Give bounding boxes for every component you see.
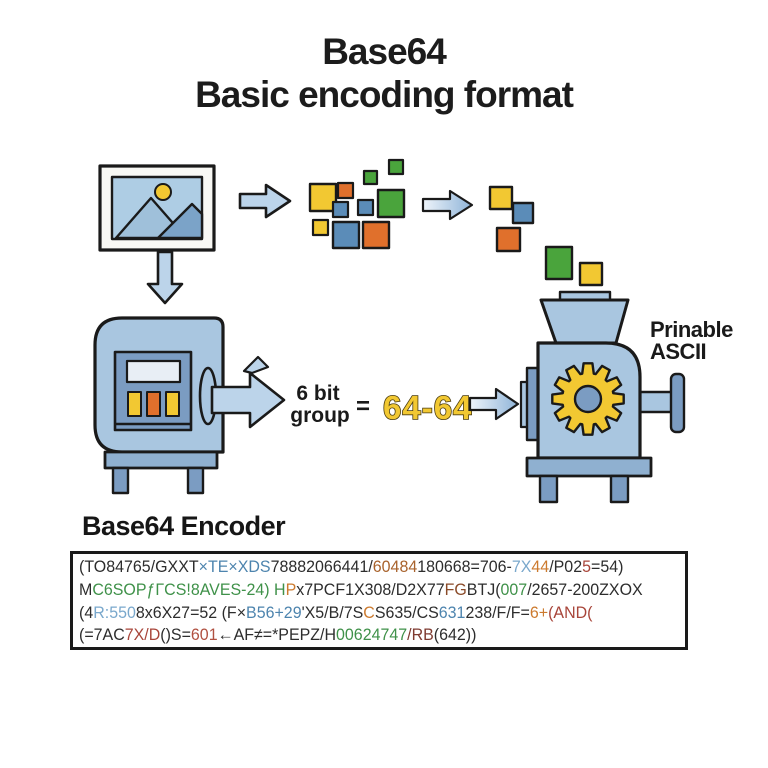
- data-square: [544, 245, 574, 281]
- output-label-line-2: ASCII: [650, 339, 706, 364]
- output-label-line-1: Prinable: [650, 317, 733, 342]
- indicator-bar: [146, 391, 161, 417]
- output-machine-icon: [519, 290, 686, 504]
- machine-base: [525, 456, 653, 478]
- title-line-1: Base64: [322, 31, 447, 72]
- byte-squares-cluster: [308, 158, 406, 250]
- sixty-four-value: 64-64: [383, 389, 472, 426]
- indicator-bar: [165, 391, 180, 417]
- bit-group-equation: 6 bit group = 64-64: [290, 382, 472, 427]
- machine-leg: [538, 474, 559, 504]
- data-square: [488, 185, 514, 211]
- funnel-icon: [539, 298, 630, 345]
- machine-base: [103, 450, 219, 470]
- data-square: [336, 181, 355, 200]
- encoded-line: (4R:5508x6X27=52 (F×B56+29'X5/B/7SCS635/…: [79, 602, 593, 622]
- arrow-right-icon-2: [421, 189, 474, 221]
- data-square: [511, 201, 535, 225]
- data-square: [495, 226, 522, 253]
- outlet-pipe: [638, 390, 675, 414]
- page-title: Base64 Basic encoding format: [0, 30, 768, 116]
- gear-hub: [573, 384, 603, 414]
- encoded-line: MC6SOPƒΓCS!8AVES-24) HPx7PCF1X308/D2X77F…: [79, 579, 643, 599]
- bit-group-label-2: group: [290, 404, 349, 427]
- data-square: [578, 261, 604, 287]
- arrow-right-icon-1: [238, 183, 292, 219]
- data-square: [361, 220, 391, 250]
- data-square: [331, 220, 361, 250]
- indicator-bar: [127, 391, 142, 417]
- data-square: [387, 158, 405, 176]
- arrow-down-icon: [146, 250, 184, 305]
- output-label: Prinable ASCII: [650, 317, 734, 364]
- title-line-2: Basic encoding format: [195, 74, 574, 115]
- machine-leg: [111, 466, 130, 495]
- falling-squares-cluster: [488, 185, 604, 287]
- machine-leg: [186, 466, 205, 495]
- sun-icon: [154, 183, 172, 201]
- encoded-line: (TO84765/GXXT×TE×XDS78882066441/60484180…: [79, 557, 624, 576]
- encoder-machine-icon: [93, 316, 286, 495]
- data-square: [311, 218, 330, 237]
- mountain-right: [156, 202, 204, 240]
- outlet-flange: [669, 372, 686, 434]
- encoded-output-box: (TO84765/GXXT×TE×XDS78882066441/60484180…: [70, 551, 688, 650]
- data-square: [376, 188, 406, 219]
- arrow-right-icon-3: [468, 387, 520, 421]
- image-icon: [98, 164, 216, 252]
- data-square: [356, 198, 375, 217]
- machine-leg: [609, 474, 630, 504]
- encoder-heading: Base64 Encoder: [82, 511, 286, 541]
- data-square: [362, 169, 379, 186]
- encoded-line: (=7AC7X/D()S=601←AF≠=*PEPZ/H00624747/RB(…: [79, 625, 477, 645]
- data-square: [331, 200, 350, 219]
- base64-diagram: 6 bit group = 64-64 Prinable ASCII: [93, 158, 734, 504]
- equals-sign: =: [356, 393, 370, 420]
- bit-group-label-1: 6 bit: [296, 382, 339, 405]
- arrow-notch: [242, 355, 270, 375]
- machine-screen: [125, 359, 182, 384]
- machine-output-arrow-icon: [210, 371, 286, 429]
- data-square: [308, 182, 338, 213]
